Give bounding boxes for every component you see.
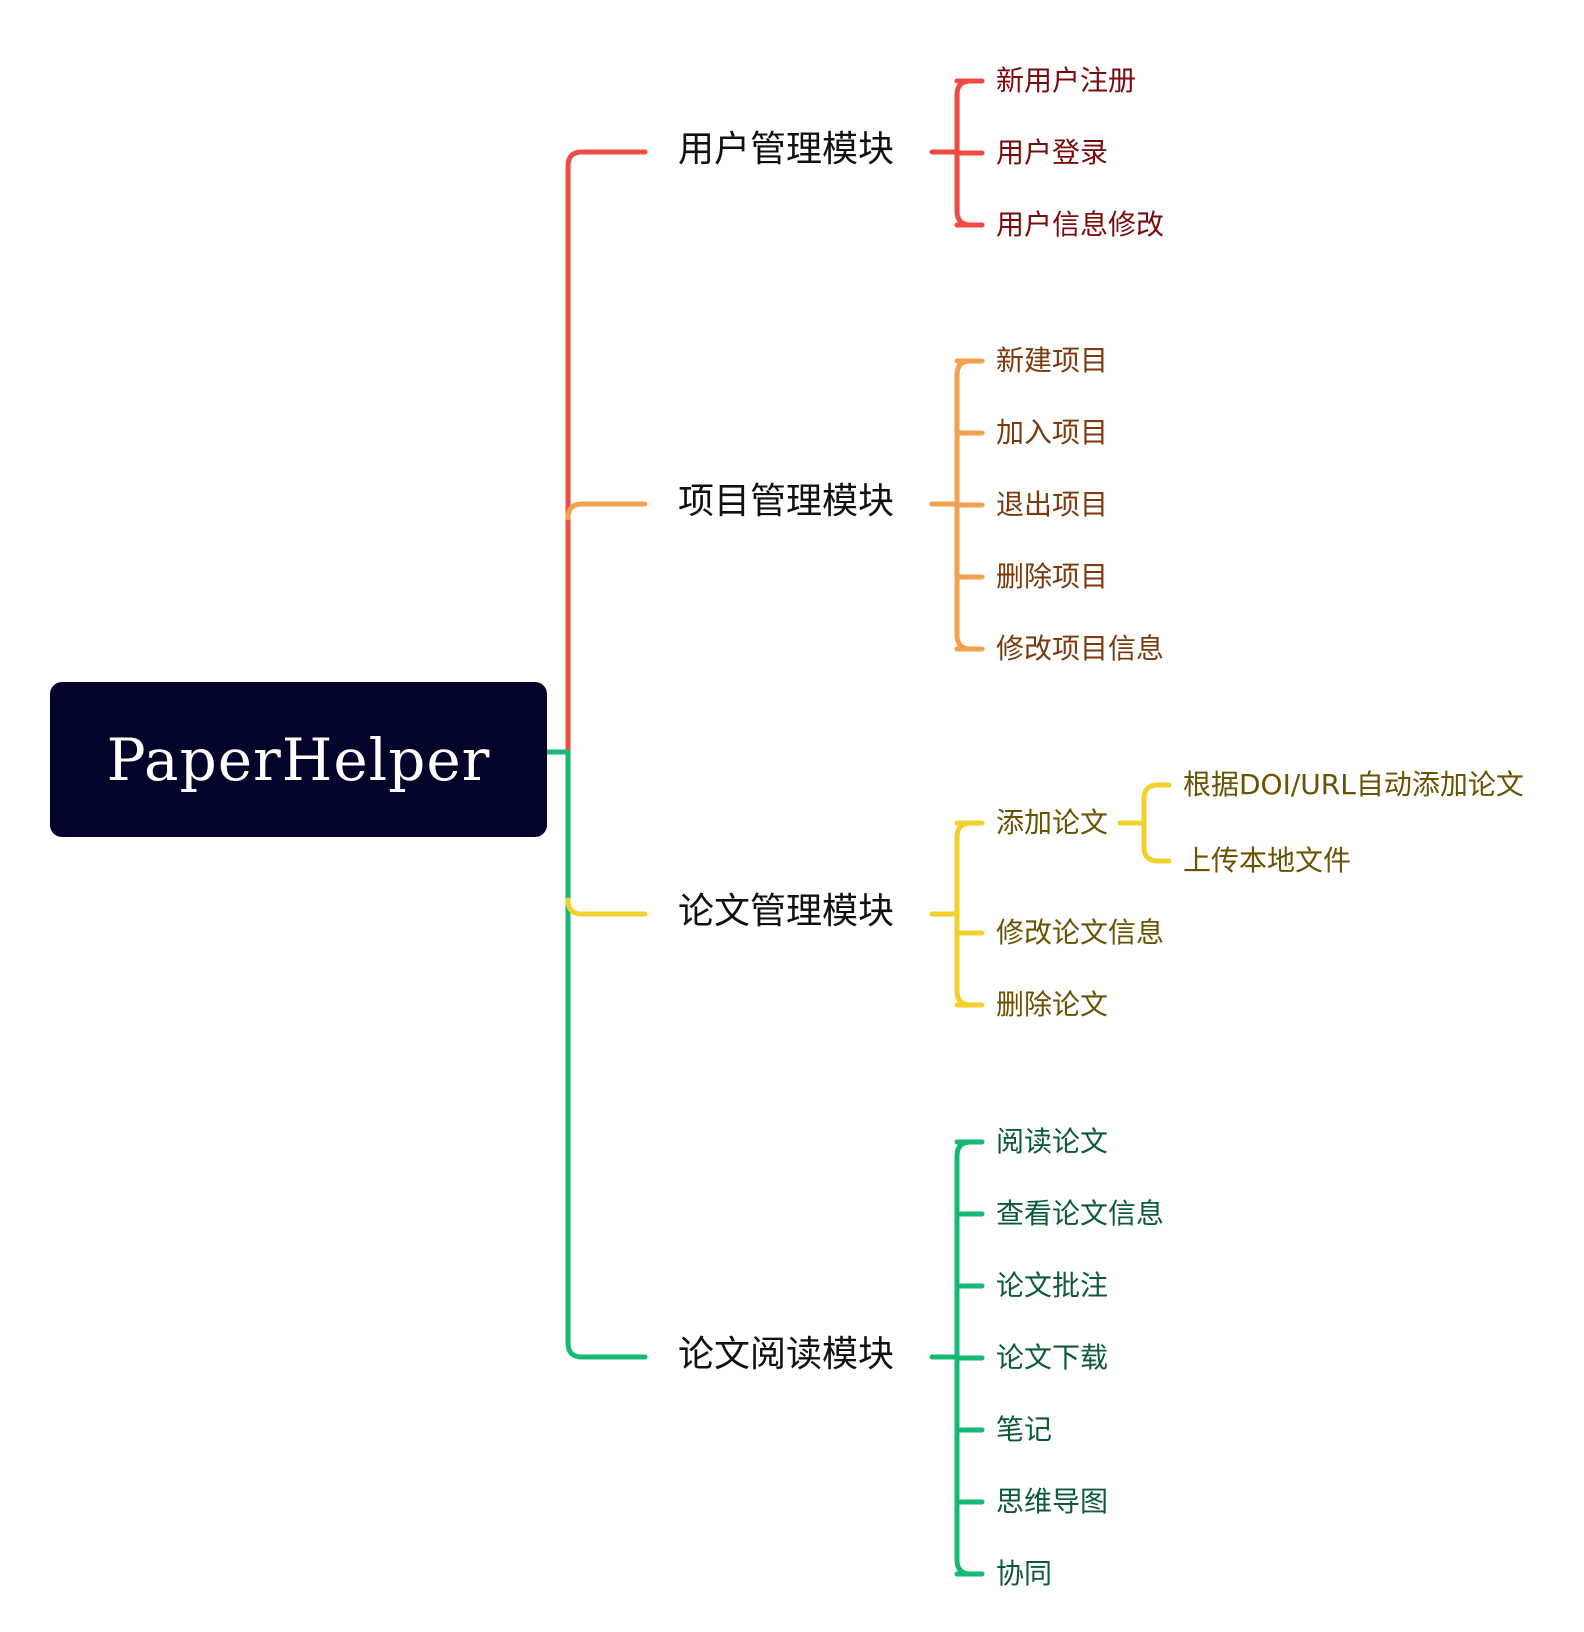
branch-user-management[interactable]: 用户管理模块 (678, 129, 895, 170)
node-edit-project-info[interactable]: 修改项目信息 (996, 632, 1165, 665)
branch-paper-reading[interactable]: 论文阅读模块 (678, 1334, 895, 1375)
branch-project-management[interactable]: 项目管理模块 (678, 481, 895, 522)
node-user-login[interactable]: 用户登录 (996, 136, 1109, 169)
node-add-paper[interactable]: 添加论文 (996, 806, 1109, 839)
node-paper-annotation[interactable]: 论文批注 (996, 1269, 1109, 1302)
node-new-user-register[interactable]: 新用户注册 (996, 64, 1137, 97)
node-delete-paper[interactable]: 删除论文 (996, 988, 1109, 1021)
node-notes[interactable]: 笔记 (996, 1413, 1053, 1446)
node-join-project[interactable]: 加入项目 (996, 416, 1109, 449)
node-view-paper-info[interactable]: 查看论文信息 (996, 1197, 1165, 1230)
node-read-paper[interactable]: 阅读论文 (996, 1125, 1109, 1158)
node-paper-download[interactable]: 论文下载 (996, 1341, 1109, 1374)
branch-paper-management[interactable]: 论文管理模块 (678, 891, 895, 932)
edge-add-paper-bracket (1141, 782, 1172, 864)
node-edit-paper-info[interactable]: 修改论文信息 (996, 916, 1165, 949)
edge-root-branch-1 (565, 501, 648, 521)
node-upload-local-file[interactable]: 上传本地文件 (1183, 844, 1352, 877)
edge-root-branch-3 (565, 749, 648, 1360)
edge-root-branch-2 (565, 897, 648, 917)
node-delete-project[interactable]: 删除项目 (996, 560, 1109, 593)
node-user-info-edit[interactable]: 用户信息修改 (996, 208, 1165, 241)
node-mind-map[interactable]: 思维导图 (996, 1485, 1109, 1518)
root-label: PaperHelper (106, 725, 491, 794)
edge-root-branch-0 (565, 149, 648, 755)
edge-branch-2-bracket (954, 820, 974, 1008)
node-add-by-doi-url[interactable]: 根据DOI/URL自动添加论文 (1183, 768, 1524, 801)
root-node[interactable]: PaperHelper (50, 682, 547, 837)
node-new-project[interactable]: 新建项目 (996, 344, 1109, 377)
node-exit-project[interactable]: 退出项目 (996, 488, 1109, 521)
node-collaboration[interactable]: 协同 (996, 1557, 1053, 1590)
